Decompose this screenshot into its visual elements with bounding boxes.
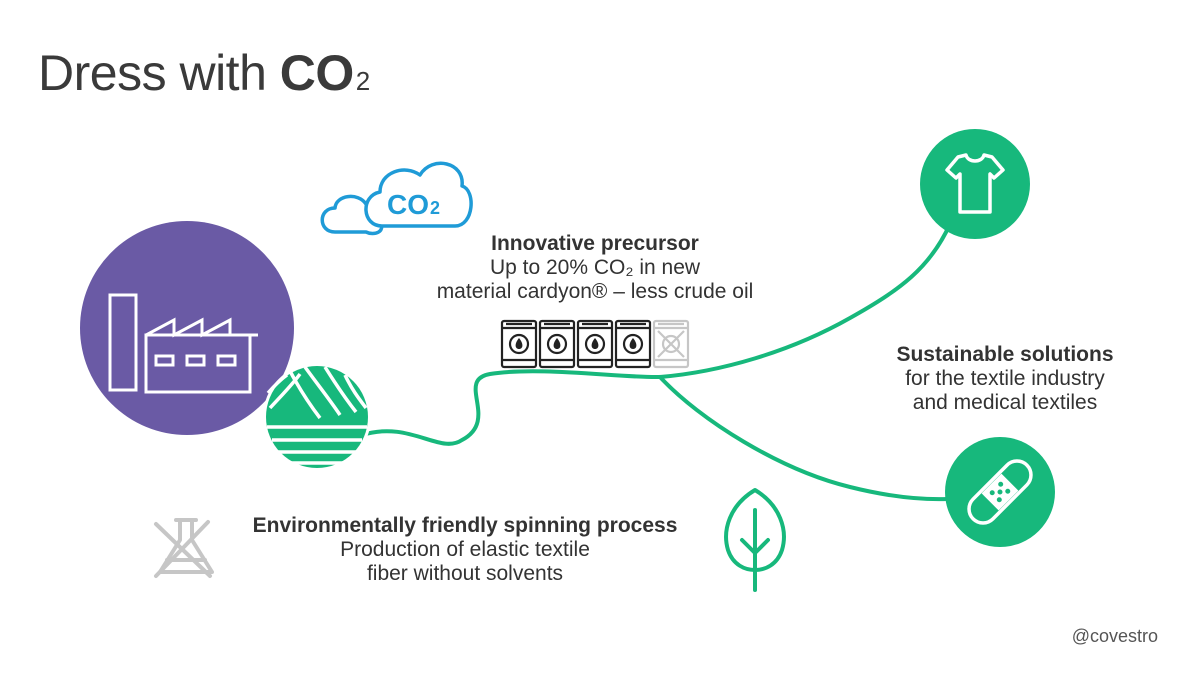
cloud-co2-subscript: 2 [430, 198, 440, 218]
oil-barrel-icon [614, 319, 652, 369]
precursor-text: Innovative precursor Up to 20% CO₂ in ne… [390, 232, 800, 304]
crossed-flask-icon [154, 518, 214, 578]
thread-line [360, 222, 952, 446]
yarn-ball-icon [263, 363, 371, 471]
cloud-co2-label: CO [387, 189, 429, 220]
bandage-icon [945, 437, 1055, 547]
oil-barrel-icon [538, 319, 576, 369]
solutions-line-1: for the textile industry [905, 367, 1105, 390]
spinning-line-2: fiber without solvents [366, 562, 564, 585]
thread-branch [658, 375, 950, 502]
crossed-oil-barrel-icon [652, 319, 690, 369]
spinning-text: Environmentally friendly spinning proces… [220, 514, 710, 586]
solutions-heading: Sustainable solutions [896, 343, 1114, 366]
factory-icon [80, 221, 294, 435]
title-subscript: 2 [355, 66, 370, 96]
precursor-heading: Innovative precursor [491, 232, 699, 255]
footer-handle: @covestro [1071, 626, 1158, 646]
co2-cloud-icon: CO 2 [320, 161, 473, 236]
oil-barrel-icon [500, 319, 538, 369]
precursor-line-2: material cardyon® – less crude oil [436, 280, 754, 303]
precursor-line-1: Up to 20% CO₂ in new [489, 256, 701, 279]
barrel-row [500, 319, 690, 369]
solutions-line-2: and medical textiles [912, 391, 1098, 414]
t-shirt-icon [920, 129, 1030, 239]
title-prefix: Dress with [38, 45, 280, 101]
spinning-line-1: Production of elastic textile [340, 538, 590, 561]
oil-barrel-icon [576, 319, 614, 369]
title-bold: CO [279, 45, 355, 101]
solutions-text: Sustainable solutions for the textile in… [860, 343, 1150, 415]
spinning-heading: Environmentally friendly spinning proces… [252, 514, 678, 537]
page-title: Dress with CO2 [38, 44, 370, 102]
leaf-icon [724, 488, 786, 592]
